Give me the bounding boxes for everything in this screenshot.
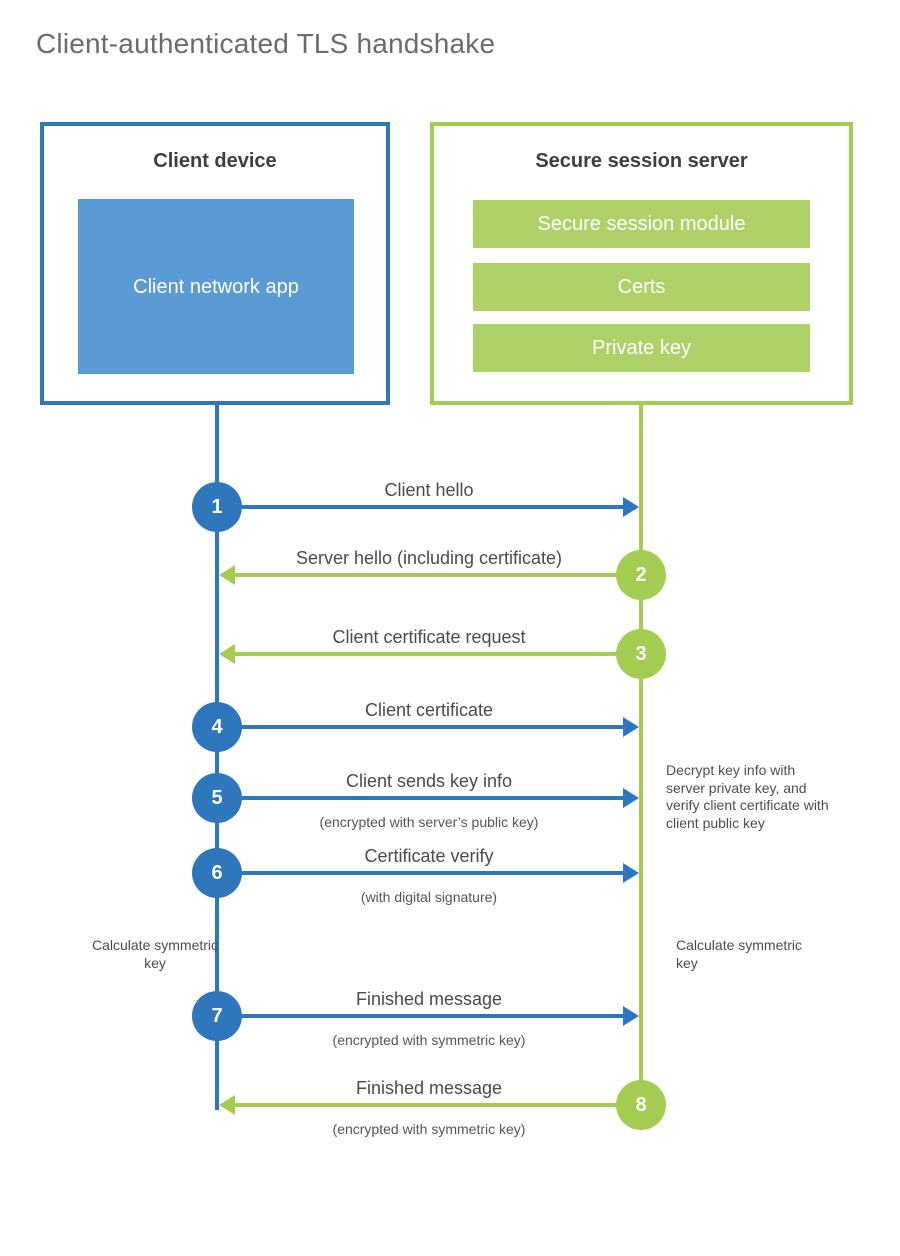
message-sublabel: (encrypted with symmetric key) (332, 1121, 526, 1137)
client-lifeline (215, 405, 219, 1110)
secure-session-server-title: Secure session server (535, 150, 748, 172)
message-sublabel: (with digital signature) (360, 889, 498, 905)
message-label: Server hello (including certificate) (295, 548, 563, 568)
message-label: Finished message (355, 989, 503, 1009)
step-5-client-sends-key-info: Client sends key info 5 (encrypted with … (0, 771, 900, 830)
arrow-line (217, 1014, 623, 1018)
arrow-line (235, 573, 641, 577)
server-module-private-key: Private key (473, 324, 810, 372)
message-label: Client certificate (364, 700, 494, 720)
message-label: Client certificate request (332, 627, 526, 647)
arrow-left-icon (219, 565, 235, 585)
message-label: Finished message (355, 1078, 503, 1098)
arrow-left-icon (219, 1095, 235, 1115)
arrow-line (217, 725, 623, 729)
client-device-box: Client device Client network app (40, 122, 390, 405)
arrow-line (217, 796, 623, 800)
step-8-finished-message: Finished message 8 (encrypted with symme… (0, 1078, 900, 1137)
step-1-client-hello: Client hello 1 (0, 480, 900, 532)
arrow-left-icon (219, 644, 235, 664)
step-4-client-certificate: Client certificate 4 (0, 700, 900, 752)
message-sublabel: (encrypted with symmetric key) (332, 1032, 526, 1048)
arrow-line (217, 871, 623, 875)
server-module-certs: Certs (473, 263, 810, 311)
arrow-right-icon (623, 1006, 639, 1026)
step-number-badge: 8 (616, 1080, 666, 1130)
server-calculate-symmetric-key-note: Calculate symmetric key (676, 937, 803, 971)
step-number-badge: 5 (192, 773, 242, 823)
message-label: Client hello (384, 480, 474, 500)
server-module-secure-session: Secure session module (473, 200, 810, 248)
secure-session-server-box: Secure session server Secure session mod… (430, 122, 853, 405)
arrow-line (235, 1103, 641, 1107)
step-3-client-certificate-request: Client certificate request 3 (0, 627, 900, 679)
step-2-server-hello: Server hello (including certificate) 2 (0, 548, 900, 600)
arrow-line (217, 505, 623, 509)
step-number-badge: 1 (192, 482, 242, 532)
page-title: Client-authenticated TLS handshake (36, 28, 496, 59)
message-sublabel: (encrypted with server’s public key) (319, 814, 539, 830)
client-device-title: Client device (153, 150, 277, 172)
arrow-right-icon (623, 497, 639, 517)
client-calculate-symmetric-key-note: Calculate symmetric key (91, 937, 219, 971)
arrow-line (235, 652, 641, 656)
step-number-badge: 3 (616, 629, 666, 679)
step-7-finished-message: Finished message 7 (encrypted with symme… (0, 989, 900, 1048)
server-decrypt-note: Decrypt key info with server private key… (666, 762, 829, 831)
arrow-right-icon (623, 863, 639, 883)
message-label: Certificate verify (364, 846, 494, 866)
arrow-right-icon (623, 717, 639, 737)
message-label: Client sends key info (345, 771, 513, 791)
step-number-badge: 6 (192, 848, 242, 898)
client-network-app-box: Client network app (78, 199, 354, 374)
step-6-certificate-verify: Certificate verify 6 (with digital signa… (0, 846, 900, 905)
arrow-right-icon (623, 788, 639, 808)
step-number-badge: 7 (192, 991, 242, 1041)
step-number-badge: 4 (192, 702, 242, 752)
server-lifeline (639, 405, 643, 1107)
step-number-badge: 2 (616, 550, 666, 600)
